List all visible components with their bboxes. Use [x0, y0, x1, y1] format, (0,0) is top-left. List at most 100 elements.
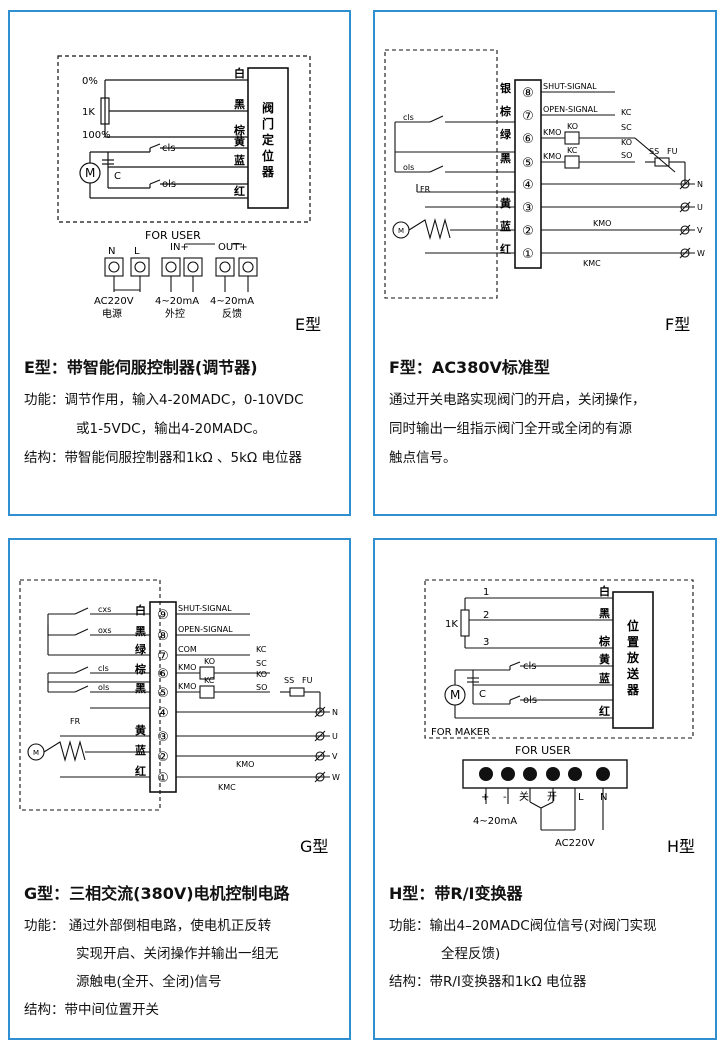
- h-guan: 关: [519, 790, 529, 803]
- f-sc: SC: [621, 123, 632, 132]
- f-wiring-diagram: ⑧ ⑦ ⑥ ⑤ ④ ③ ② ① 银 棕 绿 黑 黄 蓝 红 SHUT-SIGNA…: [384, 49, 705, 334]
- e-ols-label: ols: [162, 179, 176, 190]
- g-title: G型：三相交流(380V)电机控制电路: [24, 884, 290, 903]
- h-cls: cls: [523, 661, 537, 672]
- f-num-2: ⑥: [522, 132, 534, 147]
- g-com: COM: [178, 645, 197, 654]
- h-term-5: 红: [599, 704, 610, 718]
- f-wire-5: 黄: [500, 196, 511, 210]
- e-box-char-3: 位: [262, 148, 274, 163]
- h-ac: AC220V: [555, 838, 595, 849]
- g-oxs: oxs: [98, 626, 112, 635]
- h-term-4: 蓝: [599, 671, 610, 685]
- h-cap: C: [479, 689, 486, 700]
- f-num-0: ⑧: [522, 86, 534, 101]
- f-v: V: [697, 226, 703, 235]
- e-ac220: AC220V: [94, 296, 134, 307]
- e-term-2: 棕: [233, 123, 245, 137]
- f-ols: ols: [403, 163, 414, 172]
- h-type-tag: H型: [667, 837, 695, 856]
- f-num-4: ④: [522, 178, 534, 193]
- e-pct100: 100%: [82, 130, 111, 141]
- f-cls: cls: [403, 113, 414, 122]
- f-u: U: [697, 203, 703, 212]
- g-cxs: cxs: [98, 605, 111, 614]
- g-wire-4: 黑: [135, 682, 146, 695]
- f-num-7: ①: [522, 247, 534, 262]
- f-num-1: ⑦: [522, 109, 534, 124]
- g-num-0: ⑨: [157, 608, 169, 623]
- g-shut: SHUT-SIGNAL: [178, 604, 232, 613]
- e-out-label: OUT+: [218, 242, 248, 253]
- g-motor: M: [33, 749, 39, 757]
- g-ols: ols: [98, 683, 109, 692]
- g-kc: KC: [204, 676, 215, 685]
- g-kmo-1: KMO: [178, 663, 196, 672]
- panel-e: 白 黑 棕 黄 蓝 红 阀 门 定 位 器 0% 1K 100% C M cls…: [8, 10, 351, 516]
- e-motor-label: M: [85, 166, 95, 180]
- g-wire-2: 绿: [135, 642, 147, 656]
- f-line-1: 同时输出一组指示阀门全开或全闭的有源: [389, 421, 632, 437]
- e-type-tag: E型: [295, 315, 321, 334]
- g-wire-0: 白: [135, 603, 146, 617]
- g-ss: SS: [284, 676, 294, 685]
- e-in-ma: 4~20mA: [155, 296, 199, 307]
- g-cls: cls: [98, 664, 109, 673]
- e-box-char-4: 器: [261, 165, 275, 179]
- f-num-5: ③: [522, 201, 534, 216]
- g-num-3: ⑥: [157, 667, 169, 682]
- g-fr: FR: [70, 717, 81, 726]
- e-term-1: 黑: [234, 98, 245, 111]
- e-line-0: 功能：调节作用，输入4-20MADC，0-10VDC: [24, 392, 304, 408]
- e-pct0: 0%: [82, 76, 98, 87]
- f-kmo-2: KMO: [543, 152, 561, 161]
- f-wire-3: 黑: [500, 152, 511, 165]
- g-num-5: ④: [157, 706, 169, 721]
- f-fr: FR: [420, 185, 431, 194]
- f-line-2: 触点信号。: [389, 450, 457, 466]
- panel-f: ⑧ ⑦ ⑥ ⑤ ④ ③ ② ① 银 棕 绿 黑 黄 蓝 红 SHUT-SIGNA…: [373, 10, 717, 516]
- h-plus: +: [481, 792, 489, 803]
- g-line-2: 源触电(全开、全闭)信号: [76, 974, 222, 990]
- f-fu: FU: [667, 147, 678, 156]
- h-n1: 1: [483, 587, 489, 598]
- e-box-char-2: 定: [262, 132, 274, 147]
- g-wire-3: 棕: [134, 662, 146, 676]
- h-motor: M: [450, 688, 460, 702]
- f-wire-6: 蓝: [500, 219, 511, 233]
- h-box-char-0: 位: [627, 618, 639, 633]
- e-term-0: 白: [234, 66, 245, 80]
- g-open: OPEN-SIGNAL: [178, 625, 233, 634]
- h-for-user: FOR USER: [515, 744, 571, 757]
- e-out-ma: 4~20mA: [210, 296, 254, 307]
- h-term-3: 黄: [599, 652, 610, 666]
- g-u: U: [332, 732, 338, 741]
- f-w: W: [697, 249, 705, 258]
- e-box-char-0: 阀: [262, 101, 274, 115]
- h-box-char-1: 置: [627, 635, 639, 649]
- f-so: SO: [621, 151, 632, 160]
- g-num-4: ⑤: [157, 686, 169, 701]
- h-line-0: 功能：输出4–20MADC阀位信号(对阀门实现: [389, 918, 657, 934]
- g-ko: KO: [204, 657, 215, 666]
- f-n: N: [697, 180, 703, 189]
- f-num-6: ②: [522, 224, 534, 239]
- e-term-4: 蓝: [234, 153, 245, 167]
- e-src: 电源: [102, 307, 122, 320]
- g-n: N: [332, 708, 338, 717]
- g-kmo-3: KMO: [236, 760, 254, 769]
- e-wiring-diagram: 白 黑 棕 黄 蓝 红 阀 门 定 位 器 0% 1K 100% C M cls…: [57, 55, 321, 334]
- f-wire-1: 棕: [499, 104, 511, 118]
- g-kc-2: KC: [256, 645, 267, 654]
- e-in-label: IN+: [170, 242, 189, 253]
- e-term-n: N: [108, 246, 115, 257]
- g-wire-8: 红: [135, 764, 146, 778]
- e-term-3: 黄: [234, 134, 245, 148]
- f-shut: SHUT-SIGNAL: [543, 82, 597, 91]
- g-line-3: 结构：带中间位置开关: [24, 1002, 159, 1018]
- e-out-desc: 反馈: [222, 307, 242, 320]
- e-cls-label: cls: [162, 143, 176, 154]
- g-ko-2: KO: [256, 670, 267, 679]
- h-for-maker: FOR MAKER: [431, 727, 490, 738]
- h-term-0: 白: [599, 584, 610, 598]
